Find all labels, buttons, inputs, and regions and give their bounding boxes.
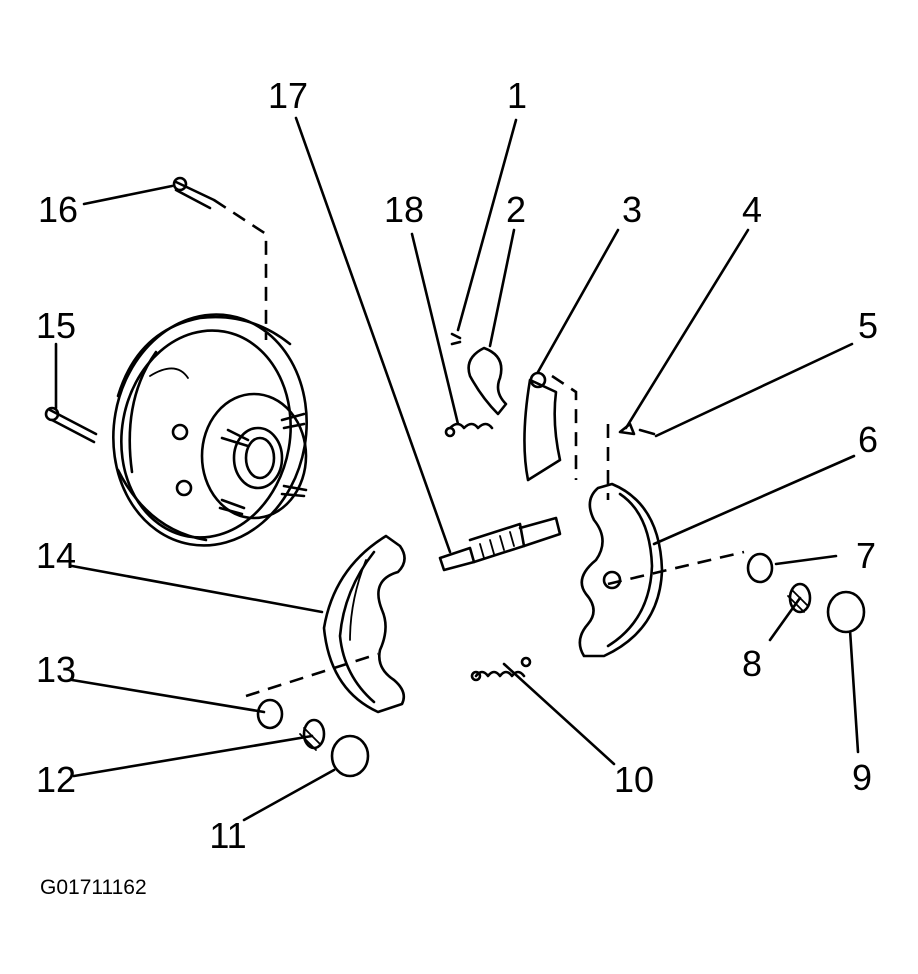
callout-4: 4 xyxy=(741,189,763,230)
retaining-screw xyxy=(172,176,216,210)
adjuster-screw xyxy=(438,516,562,572)
wheel-stud xyxy=(44,406,98,444)
callout-13: 13 xyxy=(35,649,77,690)
callout-2: 2 xyxy=(505,189,527,230)
callout-8: 8 xyxy=(741,643,763,684)
alignment-lines xyxy=(213,198,745,698)
callout-10: 10 xyxy=(613,759,655,800)
callout-1: 1 xyxy=(506,75,528,116)
brake-shoe-right xyxy=(578,482,664,658)
callout-18: 18 xyxy=(383,189,425,230)
hold-down-hardware-left xyxy=(256,698,370,778)
clip-and-spring xyxy=(444,332,494,438)
brake-drum xyxy=(112,313,308,547)
callout-5: 5 xyxy=(857,305,879,346)
callout-9: 9 xyxy=(851,757,873,798)
hold-down-pin xyxy=(618,422,656,436)
callout-17: 17 xyxy=(267,75,309,116)
callout-16: 16 xyxy=(37,189,79,230)
leader-lines xyxy=(54,116,860,822)
callout-15: 15 xyxy=(35,305,77,346)
brake-shoe-left xyxy=(322,534,406,714)
parking-brake-lever xyxy=(467,346,562,482)
callout-14: 14 xyxy=(35,535,77,576)
callout-6: 6 xyxy=(857,419,879,460)
callout-7: 7 xyxy=(855,535,877,576)
callout-11: 11 xyxy=(209,815,247,856)
return-spring xyxy=(470,656,532,682)
callout-12: 12 xyxy=(35,759,77,800)
figure-code: G01711162 xyxy=(40,876,147,899)
callout-3: 3 xyxy=(621,189,643,230)
hold-down-hardware-right xyxy=(746,552,866,634)
